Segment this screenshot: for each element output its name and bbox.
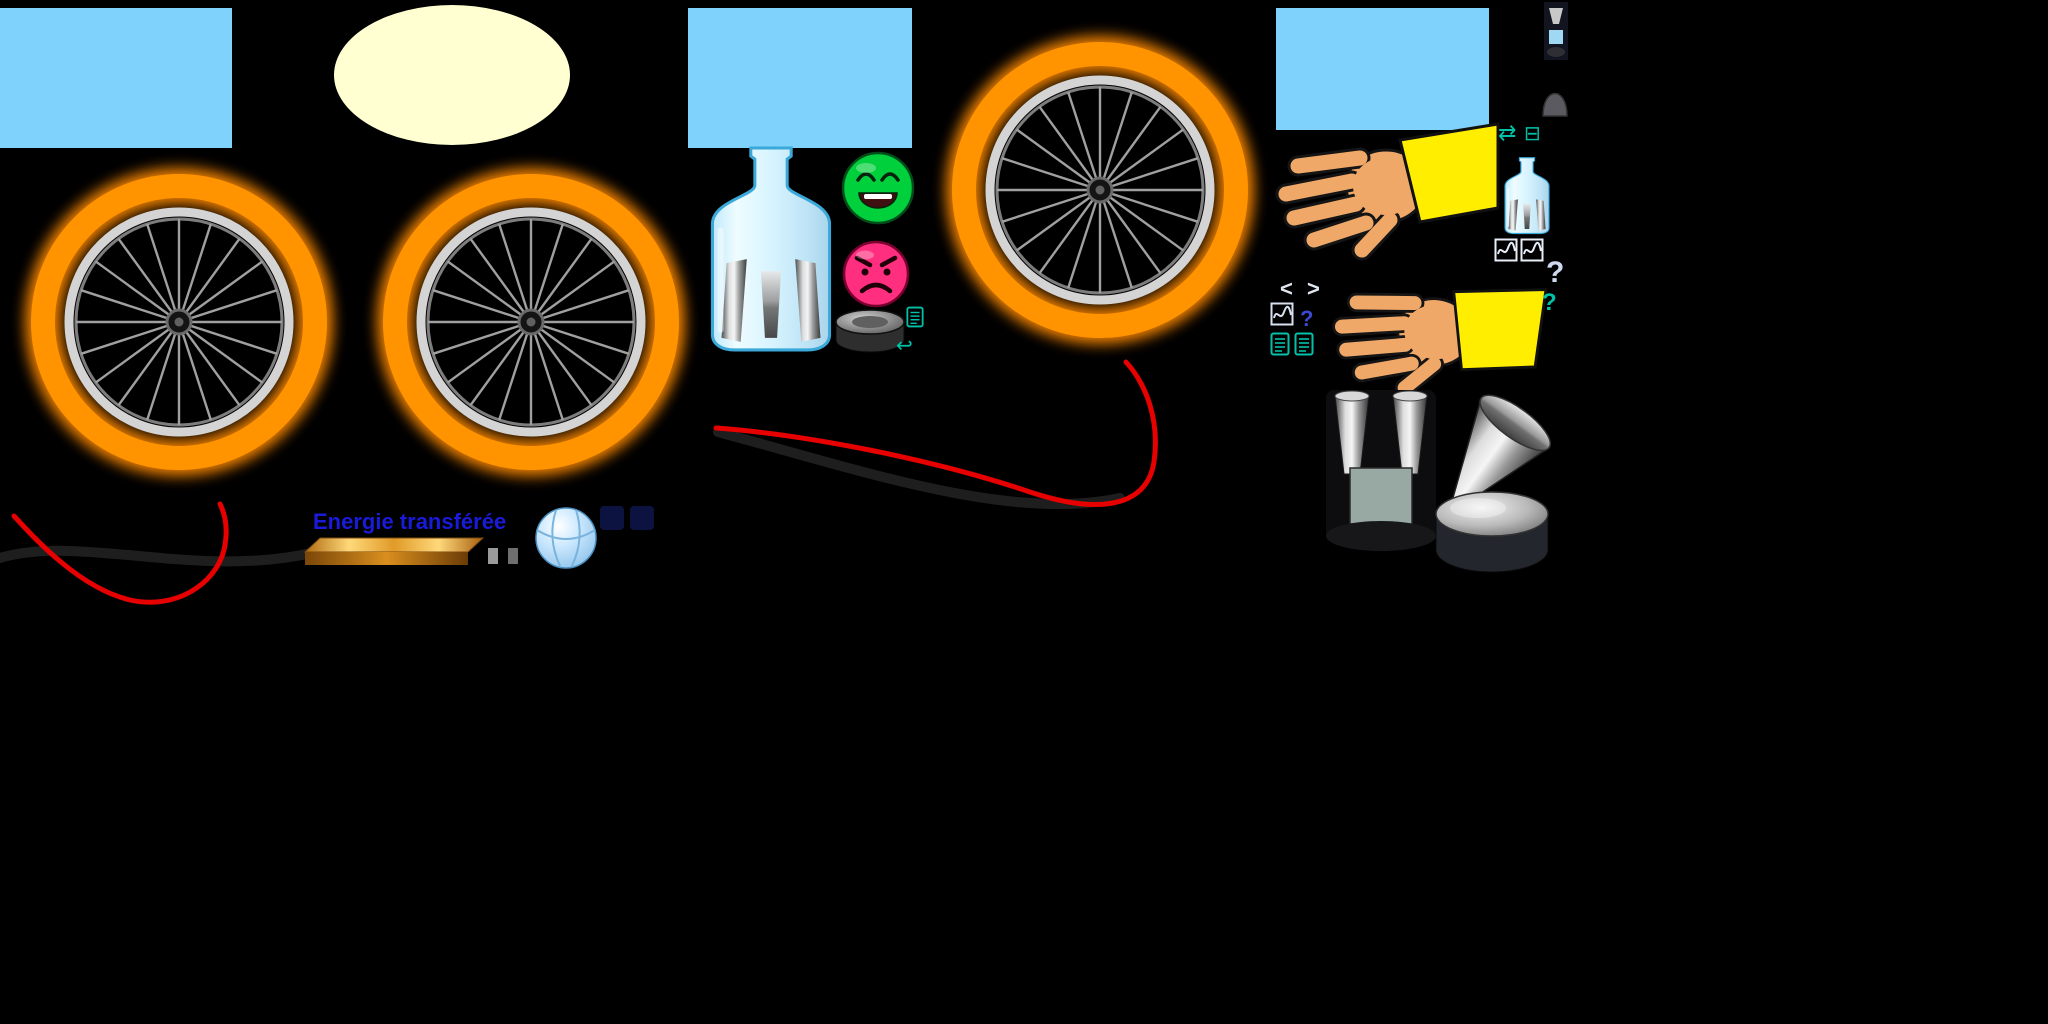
gold-plank <box>303 537 485 565</box>
teal-list-icon-2 <box>1270 332 1290 356</box>
angle-brackets-icon: < > <box>1280 276 1324 301</box>
text-panel-top-left <box>0 8 232 148</box>
gray-pad <box>1349 467 1413 525</box>
text-panel-top-middle <box>688 8 912 148</box>
puck-icon <box>835 309 905 353</box>
blue-ball-icon <box>535 507 597 569</box>
teal-list-icon <box>906 306 924 328</box>
text-panel-top-right <box>1276 8 1489 130</box>
bicycle-wheel-1 <box>43 186 315 458</box>
bicycle-wheel-2 <box>395 186 667 458</box>
large-puck-icon <box>1435 491 1549 573</box>
dark-cord-left <box>0 545 321 567</box>
red-cord-middle <box>713 359 1158 507</box>
small-gray-blocks <box>488 548 518 564</box>
plank-front <box>305 552 468 565</box>
bottle-small <box>1503 156 1551 235</box>
question-mark-teal: ? <box>1542 289 1557 316</box>
undo-arrow-icon: ↩ <box>896 335 913 357</box>
yellow-ellipse-callout <box>334 5 570 145</box>
waveform-icon-3 <box>1270 302 1294 326</box>
waveform-icon-1 <box>1494 238 1518 262</box>
mini-machine-icon <box>1544 2 1568 60</box>
swap-arrows-icon: ⇄ <box>1498 120 1516 145</box>
plank-top <box>303 537 485 553</box>
angry-smiley-icon <box>842 240 910 308</box>
question-mark-light: ? <box>1546 256 1564 289</box>
hand-upper <box>1286 124 1498 250</box>
hand-lower <box>1335 262 1546 405</box>
happy-smiley-icon <box>841 151 915 225</box>
energy-transfer-label: Energie transférée <box>313 509 506 534</box>
cone-stand <box>1326 390 1436 551</box>
waveform-icon-2 <box>1520 238 1544 262</box>
bicycle-wheel-3 <box>964 54 1236 326</box>
dark-square-icons <box>600 506 654 530</box>
teal-list-icon-3 <box>1294 332 1314 356</box>
question-mark-navy: ? <box>1300 306 1313 331</box>
window-box-icon: ⊟ <box>1524 123 1541 145</box>
gray-dome-icon <box>1542 92 1568 117</box>
dark-cord-middle <box>713 427 1125 510</box>
red-cord-left <box>11 501 229 605</box>
bottle-large <box>712 148 829 350</box>
